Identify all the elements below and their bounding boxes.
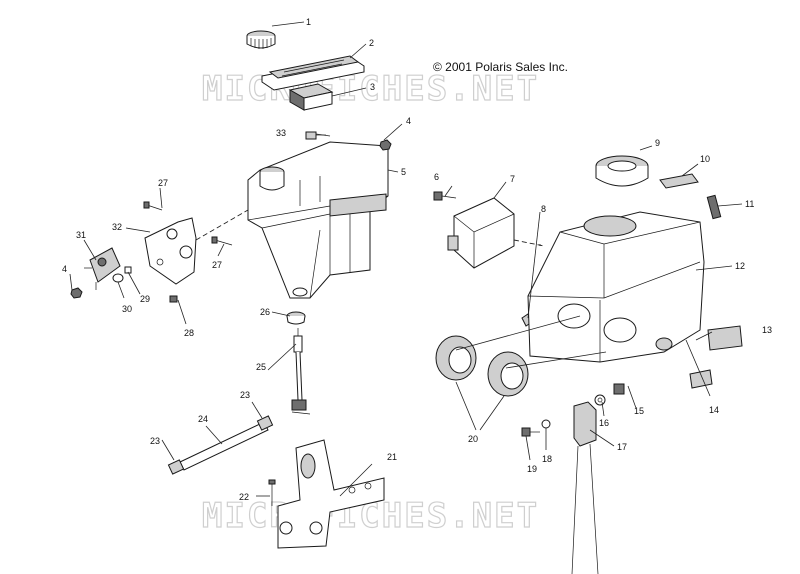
callout-18: 18	[542, 454, 552, 464]
callout-26: 26	[260, 307, 270, 317]
part-grommet-26	[286, 311, 306, 325]
callout-labels: 1 2 3 4 5 6 7 8 9 10 11 12 13 14 15 16 1…	[62, 17, 772, 502]
callout-5: 5	[401, 167, 406, 177]
callout-24: 24	[198, 414, 208, 424]
callout-20: 20	[468, 434, 478, 444]
part-washer-18	[541, 419, 551, 429]
part-mount-bracket-21	[277, 439, 385, 549]
callout-22: 22	[239, 492, 249, 502]
assembly-line-bracket	[195, 209, 249, 241]
callout-27-top: 27	[158, 178, 168, 188]
part-switch-31	[84, 247, 121, 290]
part-module-7	[447, 197, 515, 269]
callout-23-left: 23	[150, 436, 160, 446]
part-bolt-6	[433, 191, 457, 201]
part-filter-block	[288, 83, 334, 111]
callout-23-right: 23	[240, 390, 250, 400]
copyright-notice: © 2001 Polaris Sales Inc.	[433, 60, 568, 74]
part-ring-30	[112, 273, 124, 283]
callout-4-left: 4	[62, 264, 67, 274]
part-screw-28	[169, 295, 178, 303]
callout-8: 8	[541, 204, 546, 214]
part-bolt-27-top	[143, 201, 163, 211]
callout-1: 1	[306, 17, 311, 27]
part-latch-11	[706, 194, 722, 220]
part-main-airbox-12	[527, 211, 705, 363]
part-boot-20-left	[435, 335, 477, 381]
part-ring-9	[595, 155, 649, 187]
part-lid	[261, 55, 365, 91]
watermark-top: MICROFICHES.NET	[202, 69, 539, 109]
callout-3: 3	[370, 82, 375, 92]
callout-19: 19	[527, 464, 537, 474]
callout-25: 25	[256, 362, 266, 372]
callout-15: 15	[634, 406, 644, 416]
callout-28: 28	[184, 328, 194, 338]
part-bolt-27-mid	[211, 236, 233, 246]
part-clip-29	[124, 266, 132, 274]
part-nut-4-top	[379, 139, 392, 151]
part-coil-17	[571, 401, 599, 574]
callout-33: 33	[276, 128, 286, 138]
callout-17: 17	[617, 442, 627, 452]
callout-21: 21	[387, 452, 397, 462]
part-screw-22	[268, 479, 276, 506]
part-sensor-25	[291, 328, 311, 415]
part-bolt-19	[521, 427, 540, 437]
callout-30: 30	[122, 304, 132, 314]
leader-lines	[69, 21, 743, 497]
part-bolt-33	[305, 131, 326, 140]
part-label-14	[689, 369, 713, 389]
callout-10: 10	[700, 154, 710, 164]
callout-27-mid: 27	[212, 260, 222, 270]
part-bracket-32	[144, 217, 197, 285]
callout-32: 32	[112, 222, 122, 232]
part-label-13	[707, 325, 743, 351]
callout-29: 29	[140, 294, 150, 304]
part-cap	[246, 30, 276, 49]
part-cap-23-right	[256, 415, 274, 431]
callout-6: 6	[434, 172, 439, 182]
callout-14: 14	[709, 405, 719, 415]
callout-12: 12	[735, 261, 745, 271]
part-bolt-15	[613, 383, 625, 395]
part-tube-24	[179, 421, 269, 471]
part-cap-23-left	[167, 459, 185, 475]
part-airbox-tank	[247, 141, 389, 299]
part-boot-20-right	[487, 351, 529, 397]
part-nut-4-left	[70, 287, 83, 299]
callout-16: 16	[599, 418, 609, 428]
part-label-10	[659, 173, 699, 189]
callout-11: 11	[745, 199, 754, 209]
part-washer-16	[594, 394, 606, 406]
callout-7: 7	[510, 174, 515, 184]
callout-2: 2	[369, 38, 374, 48]
callout-4-top: 4	[406, 116, 411, 126]
callout-9: 9	[655, 138, 660, 148]
callout-13: 13	[762, 325, 772, 335]
callout-31: 31	[76, 230, 86, 240]
